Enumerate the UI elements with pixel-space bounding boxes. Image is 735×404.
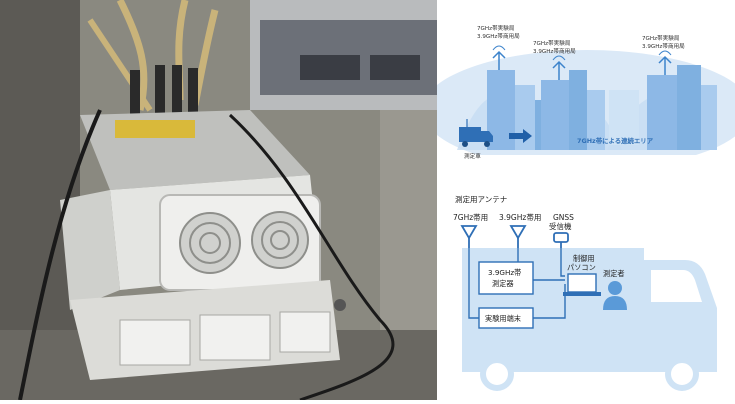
antenna-7ghz-label: 7GHz帯用 <box>453 212 488 222</box>
terminal-box <box>478 307 534 329</box>
front-wheel-icon <box>665 357 699 391</box>
pc-label-1: 制御用 <box>573 254 595 263</box>
site-left-label-2: 3.9GHz帯商用局 <box>477 32 520 40</box>
building-group-right <box>647 65 717 150</box>
site-right-label-1: 7GHz帯実験局 <box>642 34 680 42</box>
building-group-mid <box>541 70 639 150</box>
tower-right-icon <box>658 55 672 75</box>
laptop-icon <box>563 273 601 296</box>
coverage-area-diagram: 7GHz帯実験局 3.9GHz帯商用局 7GHz帯実験局 3.9GHz帯商用局 … <box>422 0 735 178</box>
equipment-photo <box>0 0 437 400</box>
truck-window <box>651 270 702 302</box>
tower-left-icon <box>492 50 506 70</box>
site-mid-label-2: 3.9GHz帯商用局 <box>533 47 576 55</box>
gnss-receiver-icon <box>553 232 569 243</box>
operator-icon <box>603 281 627 310</box>
terminal-label: 実験用端末 <box>485 314 521 323</box>
rear-wheel-icon <box>480 357 514 391</box>
pc-label-2: パソコン <box>567 263 596 272</box>
antenna-7ghz-icon <box>460 225 478 240</box>
vehicle-label: 測定車 <box>464 152 481 160</box>
antenna-title: 測定用アンテナ <box>455 194 507 204</box>
site-mid-label-1: 7GHz帯実験局 <box>533 39 571 47</box>
meter-label-2: 測定器 <box>492 279 514 288</box>
operator-label: 測定者 <box>603 269 625 278</box>
direction-arrow-icon <box>509 129 532 143</box>
meter-box <box>478 261 534 295</box>
tower-mid-icon <box>552 60 566 80</box>
measurement-vehicle-icon <box>459 119 493 147</box>
site-left-label-1: 7GHz帯実験局 <box>477 24 515 32</box>
antenna-39ghz-icon <box>509 225 527 240</box>
equipment-photo-illustration <box>0 0 437 400</box>
vehicle-layout-diagram: 測定用アンテナ 7GHz帯用 3.9GHz帯用 GNSS 受信機 <box>437 178 735 400</box>
gnss-label-2: 受信機 <box>549 221 572 231</box>
continuous-area-label: 7GHz帯による連続エリア <box>577 136 654 145</box>
antenna-39ghz-label: 3.9GHz帯用 <box>499 212 541 222</box>
meter-label-1: 3.9GHz帯 <box>488 268 521 277</box>
gnss-label-1: GNSS <box>553 213 574 222</box>
site-right-label-2: 3.9GHz帯商用局 <box>642 42 685 50</box>
